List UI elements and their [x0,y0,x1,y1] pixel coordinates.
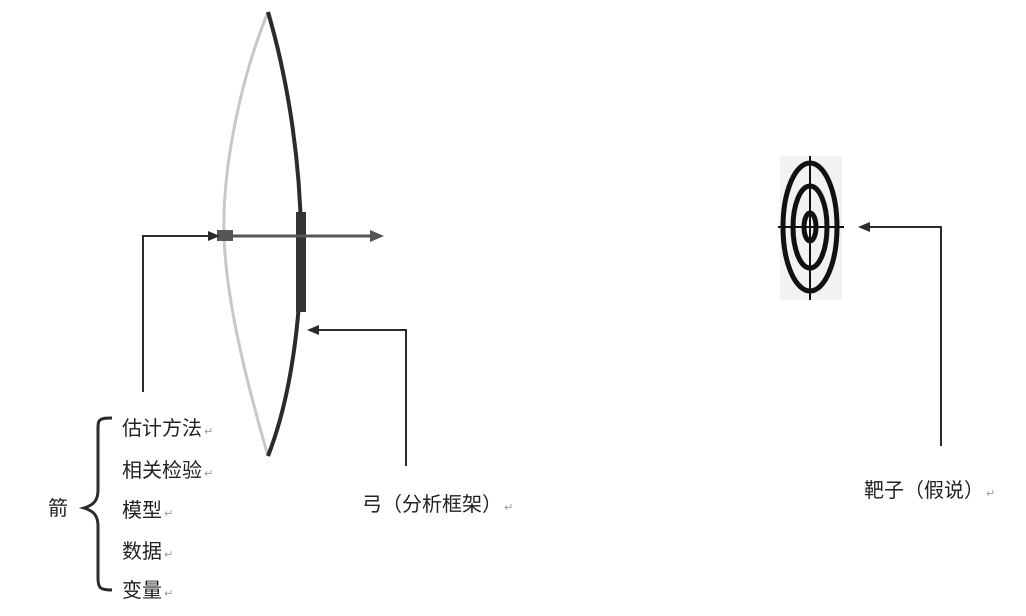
arrow-item-text: 变量 [122,578,162,602]
arrow-item-text: 数据 [122,539,162,563]
bow-label: 弓（分析框架）↵ [362,494,513,514]
return-mark: ↵ [504,501,514,514]
return-mark: ↵ [164,507,174,520]
return-mark: ↵ [986,487,996,500]
bow-grip [296,212,306,312]
target-icon [778,156,844,300]
arrow-items-brace [78,416,113,592]
connector-target [870,226,942,446]
target-label-text: 靶子（假说） [864,478,984,502]
arrow-item-estimation-method: 估计方法↵ [122,418,213,438]
arrow-item-text: 相关检验 [122,458,202,482]
connector-bow [318,329,407,466]
return-mark: ↵ [204,425,214,438]
bow-label-text: 弓（分析框架） [362,492,502,516]
arrow-item-correlation-test: 相关检验↵ [122,460,213,480]
arrow-label-text: 箭 [48,496,68,520]
connector-bow-head [307,325,319,335]
arrowhead [370,230,384,242]
return-mark: ↵ [164,587,174,600]
arrow-label: 箭 [48,498,68,518]
arrow-item-variable: 变量↵ [122,580,173,600]
connector-target-head [858,222,870,232]
target-label: 靶子（假说）↵ [864,480,995,500]
return-mark: ↵ [164,548,174,561]
arrow-item-text: 模型 [122,498,162,522]
arrow-item-model: 模型↵ [122,500,173,520]
connector-arrow-head [208,231,220,241]
arrow-item-text: 估计方法 [122,416,202,440]
arrow-item-data: 数据↵ [122,541,173,561]
connector-arrow [142,235,212,392]
return-mark: ↵ [204,467,214,480]
